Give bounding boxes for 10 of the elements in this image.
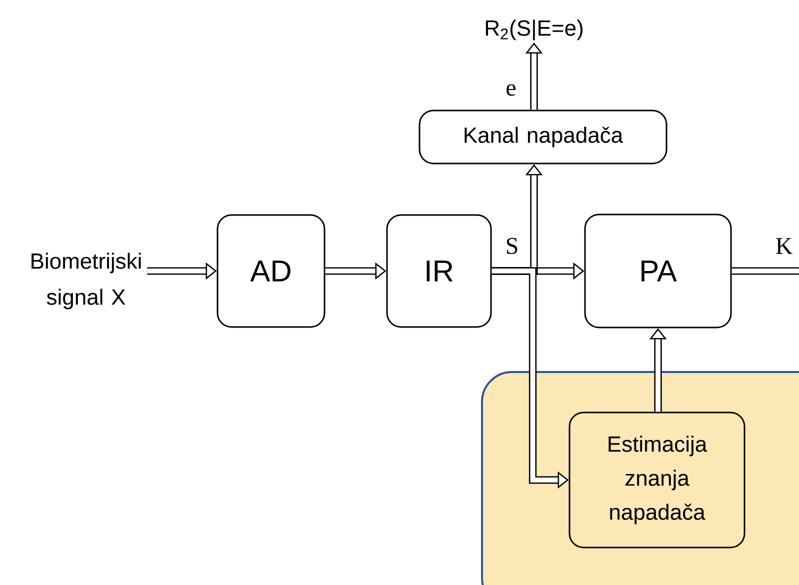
process-box: AD — [216, 214, 326, 328]
process-box: Estimacija znanja napadača — [568, 412, 746, 548]
label-text: Biometrijski signal X — [32, 252, 141, 310]
process-box: IR — [386, 214, 492, 328]
process-box: Kanal napadača — [418, 110, 668, 164]
edge-label: S — [506, 238, 518, 254]
edge-label: e — [506, 84, 516, 96]
edge-label: K — [776, 238, 792, 254]
process-box: PA — [584, 214, 732, 328]
label-text: R$_{2}$(S|E=e) — [486, 20, 583, 40]
